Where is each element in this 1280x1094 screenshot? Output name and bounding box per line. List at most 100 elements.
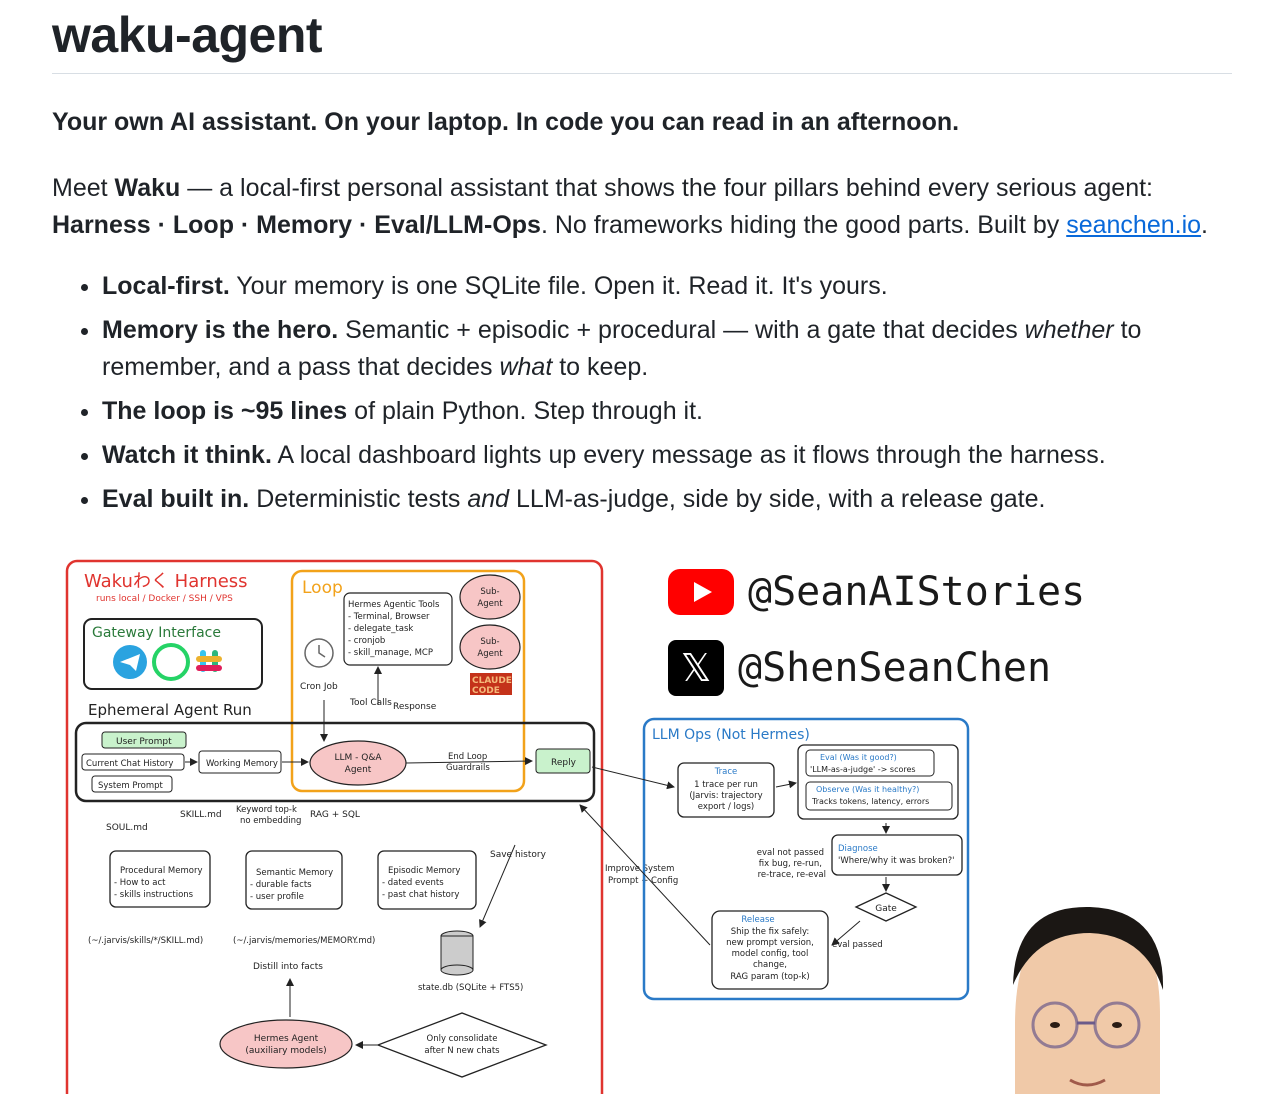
not-passed-line: re-trace, re-eval: [758, 870, 826, 880]
episodic-text: Episodic Memory- dated events- past chat…: [382, 866, 460, 900]
slack-icon: [196, 650, 222, 672]
hermes-line: (auxiliary models): [245, 1046, 326, 1056]
consolidate-line: after N new chats: [424, 1046, 500, 1056]
intro-paragraph: Meet Waku — a local-first personal assis…: [52, 170, 1232, 244]
subagent-label: Sub- Agent: [477, 587, 503, 609]
diagnose-line: Diagnose: [838, 844, 878, 854]
ephemeral-frame: [74, 721, 596, 803]
harness-subtitle: runs local / Docker / SSH / VPS: [96, 594, 233, 604]
hermes-line: Hermes Agent: [254, 1034, 319, 1044]
ephemeral-title: Ephemeral Agent Run: [88, 701, 252, 719]
intro-waku: Waku: [114, 174, 181, 202]
semantic-text: Semantic Memory- durable facts- user pro…: [250, 868, 333, 902]
intro-pillars: Harness · Loop · Memory · Eval/LLM-Ops: [52, 211, 541, 239]
episodic-line: - past chat history: [382, 890, 459, 900]
seanchen-link[interactable]: seanchen.io: [1066, 211, 1202, 239]
bullet-em: what: [499, 353, 553, 381]
skills-path: (~/.jarvis/skills/*/SKILL.md): [88, 936, 203, 946]
memories-path: (~/.jarvis/memories/MEMORY.md): [233, 936, 375, 946]
trace-line: Trace: [714, 767, 738, 777]
release-line: Release: [741, 915, 774, 925]
reply-label: Reply: [551, 758, 577, 768]
tagline: Your own AI assistant. On your laptop. I…: [52, 108, 960, 136]
llm-agent-label: LLM - Q&A Agent: [334, 753, 382, 775]
database-icon: [440, 930, 474, 976]
eval-line: Eval (Was it good?): [820, 753, 897, 762]
reply-box: [535, 748, 591, 774]
feature-list: Local-first. Your memory is one SQLite f…: [52, 268, 1232, 525]
gate-decision: [854, 892, 918, 922]
procedural-line: Procedural Memory: [120, 866, 203, 876]
observe-line: Tracks tokens, latency, errors: [811, 797, 929, 806]
procedural-line: - How to act: [114, 878, 166, 888]
llm-line: Agent: [345, 765, 372, 775]
subagent-line: Sub-: [480, 587, 499, 597]
system-prompt-label: System Prompt: [98, 781, 164, 791]
claude-line: CODE: [472, 686, 500, 696]
subagent-line: Agent: [477, 599, 503, 609]
statedb-label: state.db (SQLite + FTS5): [418, 983, 523, 993]
procedural-text: Procedural Memory - How to act - skills in…: [114, 866, 203, 900]
soul-label: SOUL.md: [106, 823, 148, 833]
skill-label: SKILL.md: [180, 810, 222, 820]
intro-text: . No frameworks hiding the good parts. B…: [540, 211, 1067, 239]
bullet-text: to keep.: [552, 353, 649, 381]
gateway-box: [83, 618, 263, 690]
list-item: Memory is the hero. Semantic + episodic …: [102, 312, 1232, 386]
x-handle: @ShenSeanChen: [738, 645, 1052, 691]
cron-label: Cron Job: [300, 682, 338, 692]
eval-passed-label: eval passed: [832, 940, 883, 950]
chat-history-box: [81, 753, 185, 771]
loop-title: Loop: [302, 578, 343, 598]
llm-line: LLM - Q&A: [334, 753, 382, 763]
bullet-bold: Memory is the hero.: [102, 316, 339, 344]
episodic-memory-box: [377, 850, 477, 910]
llmops-title: LLM Ops (Not Hermes): [652, 727, 810, 743]
youtube-handle: @SeanAIStories: [748, 569, 1086, 615]
procedural-line: - skills instructions: [114, 890, 194, 900]
claude-line: CLAUDE: [472, 676, 512, 686]
intro-text: — a local-first personal assistant that …: [180, 174, 1153, 202]
list-item: The loop is ~95 lines of plain Python. S…: [102, 393, 1232, 430]
x-logo-icon: 𝕏: [668, 640, 724, 696]
list-item: Watch it think. A local dashboard lights…: [102, 437, 1232, 474]
harness-frame: [65, 559, 604, 1094]
release-line: RAG param (top-k): [730, 972, 809, 982]
harness-title: Wakuわく Harness: [84, 571, 248, 592]
youtube-row[interactable]: @SeanAIStories: [668, 562, 1085, 622]
user-prompt-box: [101, 731, 187, 749]
working-memory-label: Working Memory: [206, 759, 278, 769]
not-passed-line: fix bug, re-run,: [759, 859, 822, 869]
architecture-diagram: Wakuわく Harness runs local / Docker / SSH…: [65, 559, 970, 1094]
hermes-aux-node: [219, 1019, 353, 1069]
bullet-text: Your memory is one SQLite file. Open it.…: [229, 272, 888, 300]
bullet-bold: Eval built in.: [102, 485, 250, 513]
observe-text: Observe (Was it healthy?)Tracks tokens, …: [811, 785, 929, 806]
bullet-text: A local dashboard lights up every messag…: [271, 441, 1106, 469]
bullet-text: to remember, and a pass that decides: [102, 316, 1142, 381]
x-row[interactable]: 𝕏 @ShenSeanChen: [668, 638, 1051, 698]
release-line: Ship the fix safely:: [731, 927, 809, 937]
subagent-line: Agent: [477, 649, 503, 659]
page-title: waku-agent: [52, 0, 1232, 74]
subagent-label: Sub-Agent: [477, 637, 503, 659]
tools-line: - skill_manage, MCP: [348, 648, 433, 658]
tools-line: - delegate_task: [348, 624, 413, 634]
tools-line: Hermes Agentic Tools: [348, 600, 440, 610]
semantic-line: - durable facts: [250, 880, 312, 890]
eval-text: Eval (Was it good?)'LLM-as-a-judge' -> s…: [810, 753, 916, 774]
end-loop-line: End Loop: [448, 752, 487, 762]
tools-line: - Terminal, Browser: [348, 612, 430, 622]
not-passed-line: eval not passed: [757, 848, 824, 858]
procedural-memory-box: [109, 850, 211, 908]
clock-icon: [304, 638, 334, 668]
release-box: [711, 910, 829, 990]
release-line: new prompt version,: [726, 938, 814, 948]
bullet-text: Semantic + episodic + procedural — with …: [338, 316, 1025, 344]
